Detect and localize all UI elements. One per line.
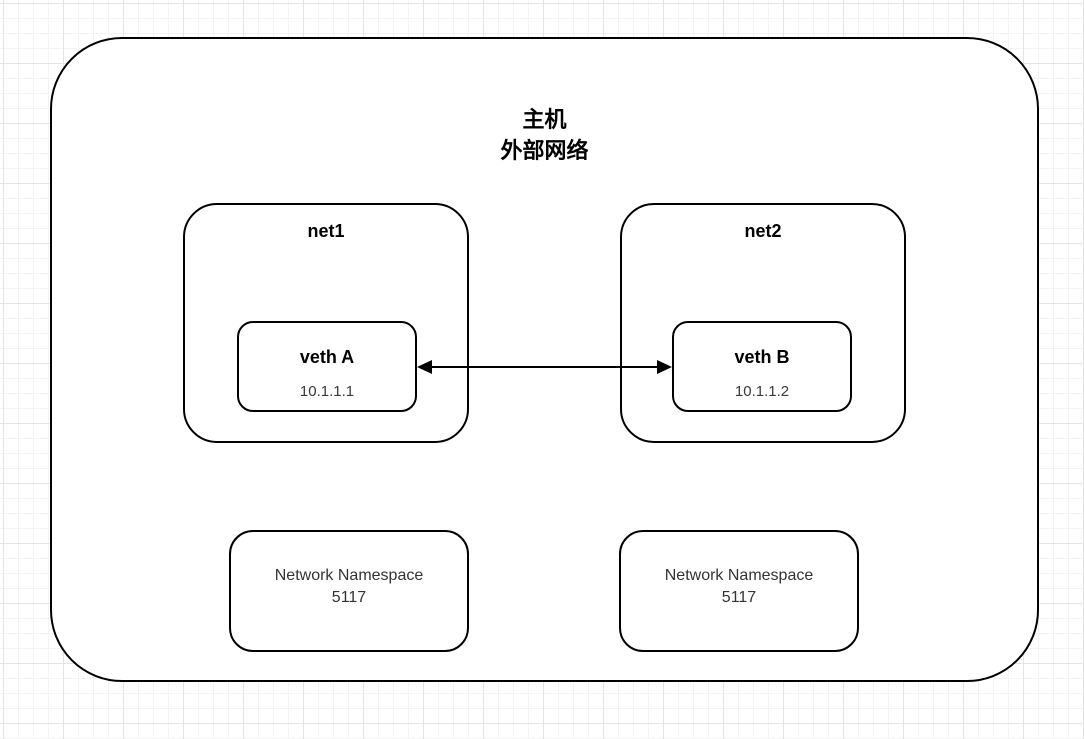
namespace-1-line1: Network Namespace	[274, 567, 424, 584]
veth-a-label: veth A	[299, 347, 355, 367]
namespace-1-text: Network Namespace 5117	[275, 565, 424, 609]
namespace-1-line2: 5117	[331, 589, 367, 606]
veth-b-box: veth B 10.1.1.2	[672, 321, 852, 412]
veth-b-label: veth B	[734, 347, 790, 367]
host-title-line1: 主机	[522, 107, 567, 132]
namespace-box-2: Network Namespace 5117	[619, 530, 859, 652]
veth-a-ip: 10.1.1.1	[299, 383, 355, 400]
bidirectional-arrow	[417, 360, 672, 374]
namespace-2-text: Network Namespace 5117	[665, 565, 814, 609]
host-title: 主机 外部网络	[52, 104, 1037, 166]
namespace-2-line2: 5117	[721, 589, 757, 606]
host-title-line2: 外部网络	[500, 138, 589, 163]
veth-a-box: veth A 10.1.1.1	[237, 321, 417, 412]
veth-b-ip: 10.1.1.2	[734, 383, 790, 400]
net1-label: net1	[307, 221, 345, 241]
namespace-box-1: Network Namespace 5117	[229, 530, 469, 652]
arrowhead-left-icon	[417, 360, 432, 374]
net2-label: net2	[744, 221, 782, 241]
arrowhead-right-icon	[657, 360, 672, 374]
namespace-2-line1: Network Namespace	[664, 567, 814, 584]
